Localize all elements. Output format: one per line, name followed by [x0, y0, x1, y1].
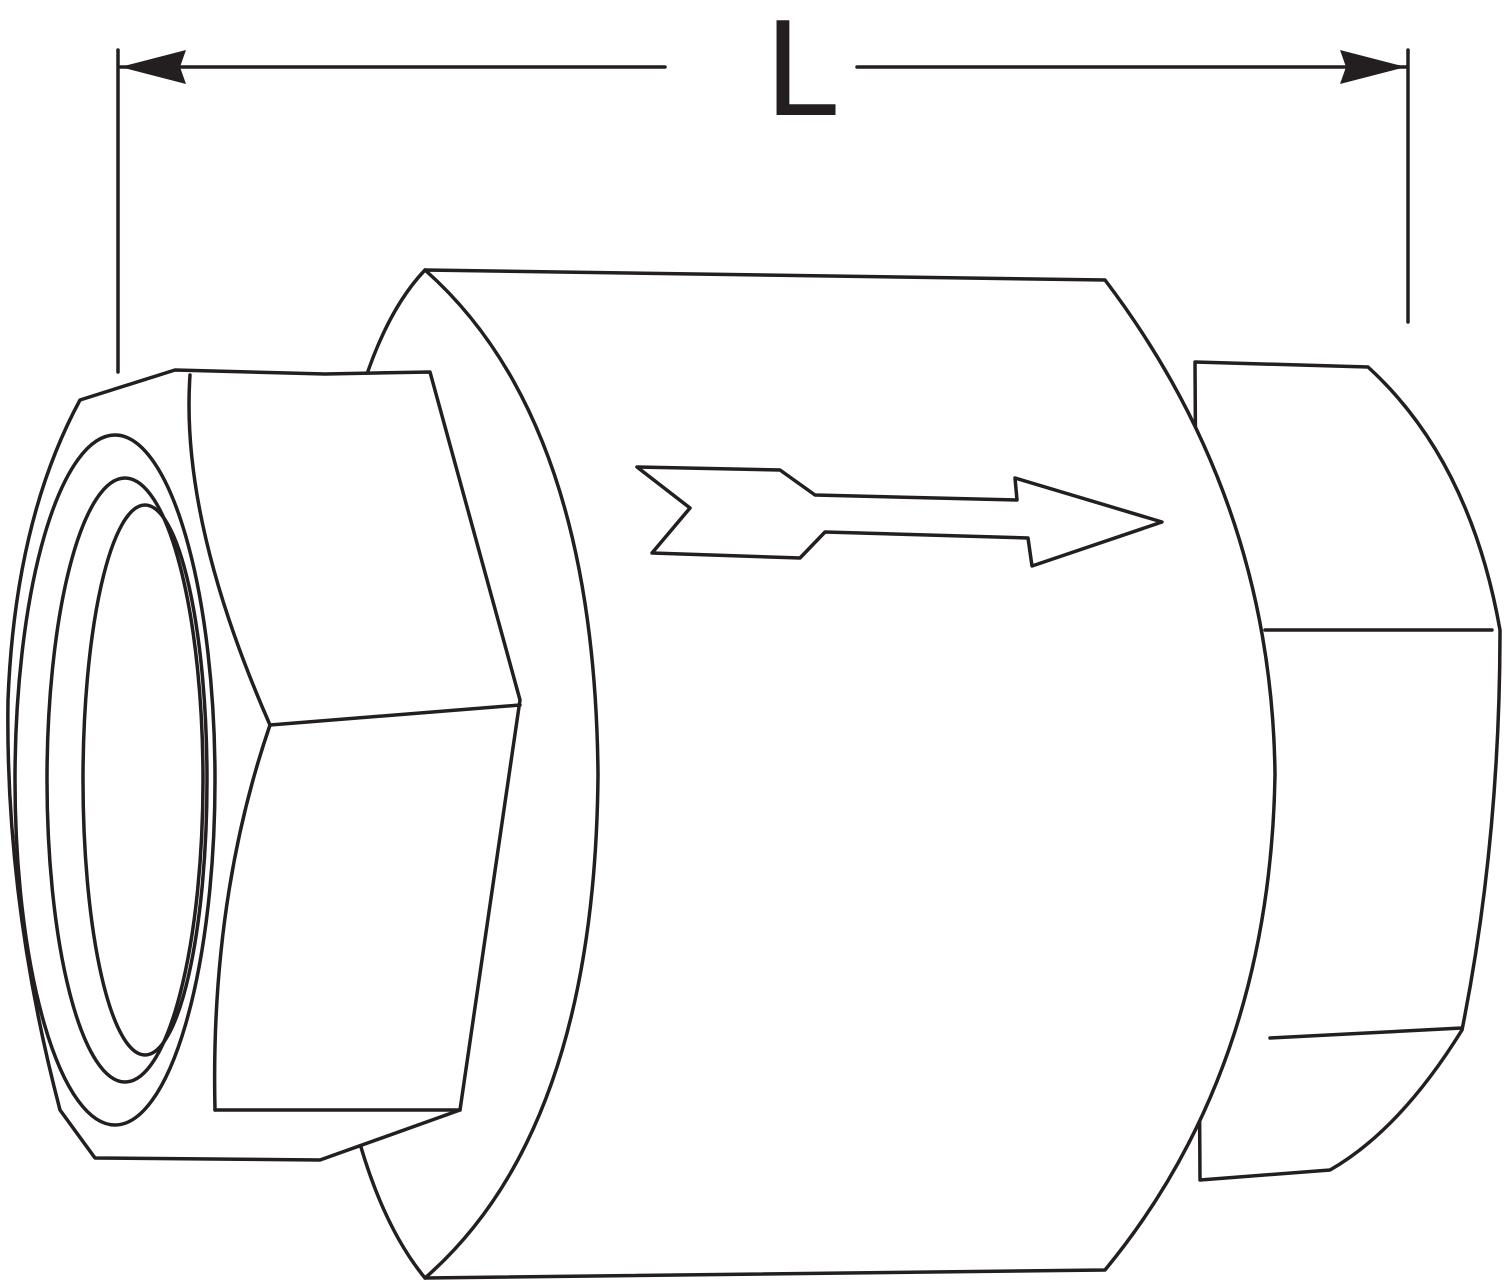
thread-middle	[45, 476, 205, 1084]
thread-inner	[81, 503, 209, 1057]
flow-direction-arrow-icon	[635, 465, 1164, 568]
dimension-label: L	[763, 0, 837, 146]
arrowhead-right	[1340, 50, 1406, 84]
thread-outer	[13, 433, 217, 1127]
left-hex-nut	[6, 368, 522, 1162]
dimension-L	[116, 48, 1410, 374]
arrowhead-left	[120, 50, 186, 84]
right-hex-end	[1193, 360, 1502, 1182]
